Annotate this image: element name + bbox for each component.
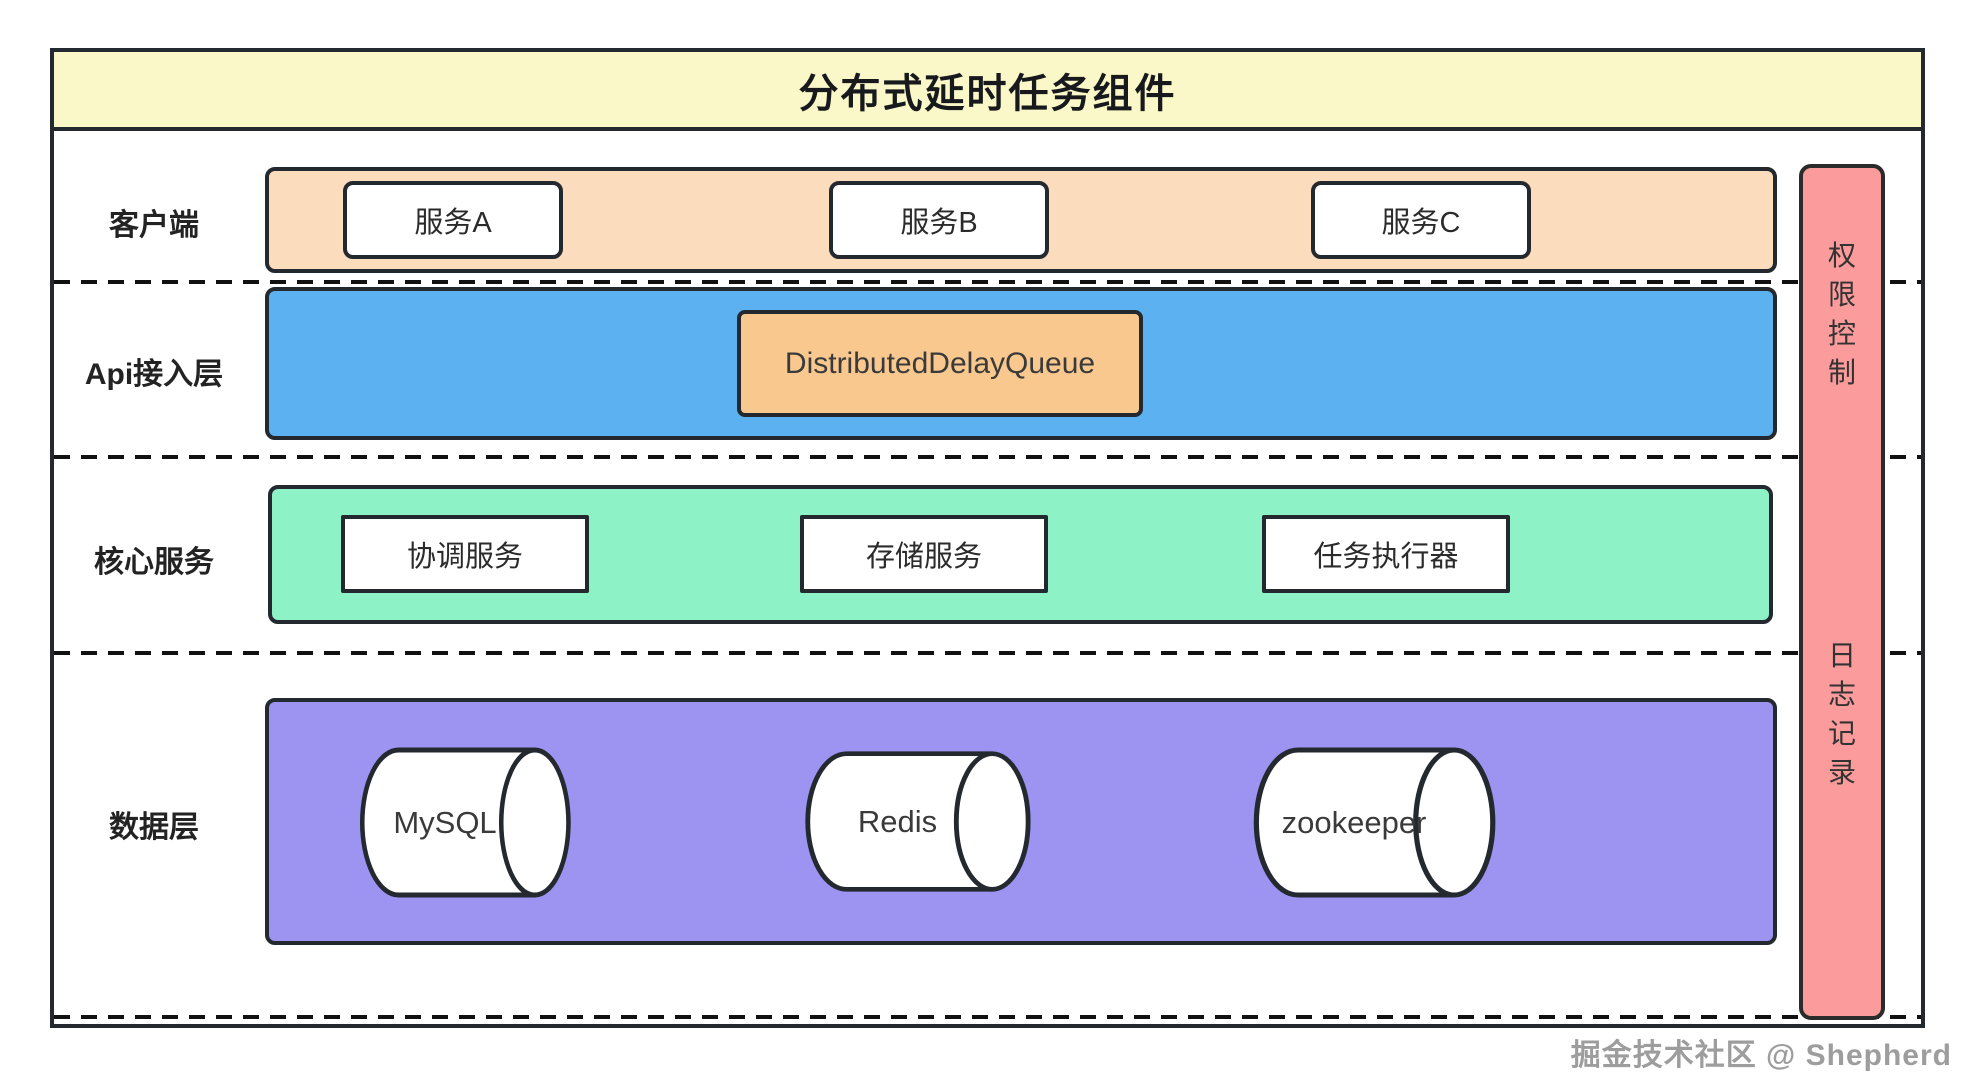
permission-control-label: 权限控制 [1827,240,1856,388]
row-divider [54,280,1921,284]
row-divider [54,1015,1921,1019]
layer-label-client: 客户端 [109,209,199,242]
watermark: 掘金技术社区 @ Shepherd [1570,1039,1952,1072]
log-record-label: 日志记录 [1827,640,1856,788]
layer-label-data: 数据层 [109,811,199,844]
service-c-label: 服务C [1381,207,1461,239]
service-c-node: 服务C [1311,181,1531,259]
layer-label-core: 核心服务 [94,546,214,579]
storage-service-node: 存储服务 [800,515,1048,593]
distributed-delay-queue-label: DistributedDelayQueue [784,346,1096,380]
row-divider [54,651,1921,655]
service-a-label: 服务A [414,207,492,239]
database-cylinder-icon [359,747,571,898]
page-title: 分布式延时任务组件 [798,71,1177,116]
service-a-node: 服务A [343,181,563,259]
zookeeper-label: zookeeper [1281,804,1427,840]
service-b-node: 服务B [829,181,1049,259]
database-cylinder-icon [805,751,1031,892]
layer-label-api: Api接入层 [84,358,224,391]
distributed-delay-queue-node: DistributedDelayQueue [737,310,1143,417]
mysql-label: MySQL [393,804,497,840]
cross-cutting-sidebar: 权限控制 日志记录 [1799,164,1885,1020]
redis-cylinder: Redis [800,749,1033,894]
coordination-service-label: 协调服务 [406,541,523,573]
service-b-label: 服务B [900,207,978,239]
title-bar: 分布式延时任务组件 [50,48,1925,131]
mysql-cylinder: MySQL [355,745,573,900]
zookeeper-cylinder: zookeeper [1248,745,1498,900]
coordination-service-node: 协调服务 [341,515,589,593]
task-executor-label: 任务执行器 [1313,541,1459,573]
storage-service-label: 存储服务 [865,541,982,573]
redis-label: Redis [857,803,938,839]
row-divider [54,455,1921,459]
database-cylinder-icon [1253,747,1496,898]
task-executor-node: 任务执行器 [1262,515,1510,593]
